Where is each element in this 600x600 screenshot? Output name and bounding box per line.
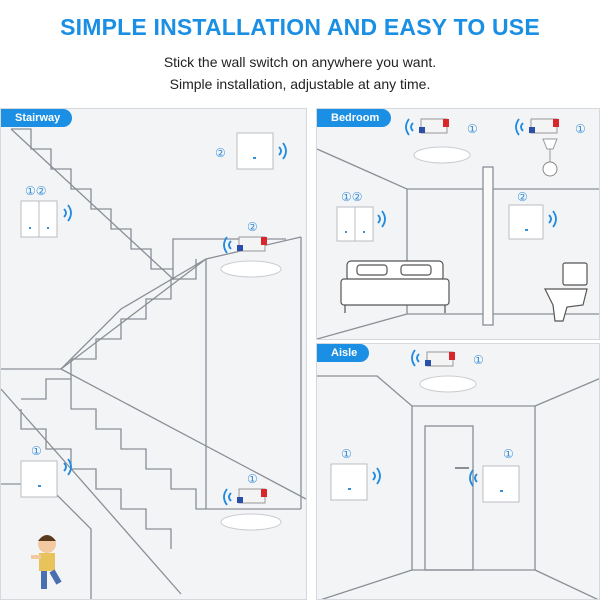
- wifi-signal-icon: [223, 236, 232, 254]
- room-lines: [317, 148, 599, 339]
- bed-icon: [340, 260, 450, 313]
- wifi-signal-icon: [377, 210, 386, 228]
- wifi-signal-icon: [548, 210, 557, 228]
- marker-1: ①: [503, 447, 514, 461]
- wifi-signal-icon: [469, 469, 478, 487]
- marker-1-2: ①②: [341, 190, 363, 204]
- marker-1: ①: [31, 444, 42, 458]
- wifi-signal-icon: [515, 118, 524, 136]
- wifi-signal-icon: [405, 118, 414, 136]
- ceiling-lamp-icon: [220, 260, 282, 278]
- switch-led: [38, 485, 41, 487]
- marker-1: ①: [341, 447, 352, 461]
- marker-2: ②: [215, 146, 226, 160]
- stairway-label: Stairway: [1, 109, 73, 127]
- wifi-signal-icon: [63, 458, 72, 476]
- ceiling-lamp-icon: [419, 375, 477, 393]
- relay-module-icon: [237, 236, 267, 252]
- wifi-signal-icon: [63, 204, 72, 222]
- switch-led: [348, 488, 351, 490]
- switch-led: [47, 227, 49, 229]
- page-title: SIMPLE INSTALLATION AND EASY TO USE: [60, 14, 540, 40]
- stairway-illustration: ② ①② ② ① ①: [1, 128, 306, 599]
- stairway-panel: ② ①② ② ① ①: [0, 108, 307, 600]
- wifi-signal-icon: [372, 467, 381, 485]
- switch-led: [500, 490, 503, 492]
- switch-led: [29, 227, 31, 229]
- wall-switch-icon: [20, 460, 58, 498]
- light-bulb-icon: [542, 138, 558, 177]
- wall-switch-icon: [482, 465, 520, 503]
- bedroom-panel: ① ① ①② ②: [316, 108, 600, 340]
- marker-1-2: ①②: [25, 184, 47, 198]
- toilet-icon: [544, 262, 588, 322]
- relay-module-icon: [237, 488, 267, 504]
- marker-1: ①: [473, 353, 484, 367]
- subtitle-line-1: Stick the wall switch on anywhere you wa…: [163, 54, 437, 70]
- ceiling-lamp-icon: [413, 146, 471, 164]
- wall-switch-icon: [330, 463, 368, 501]
- switch-led: [525, 229, 528, 231]
- switch-led: [253, 157, 256, 159]
- switch-led: [363, 231, 365, 233]
- marker-1: ①: [575, 122, 586, 136]
- wifi-signal-icon: [278, 142, 287, 160]
- subtitle-line-2: Simple installation, adjustable at any t…: [169, 76, 431, 92]
- switch-led: [345, 231, 347, 233]
- relay-module-icon: [425, 351, 455, 367]
- relay-module-icon: [529, 118, 559, 134]
- bedroom-illustration: ① ① ①② ②: [317, 118, 599, 339]
- bedroom-label: Bedroom: [317, 109, 392, 127]
- wifi-signal-icon: [411, 349, 420, 367]
- aisle-label: Aisle: [317, 344, 370, 362]
- wifi-signal-icon: [223, 488, 232, 506]
- marker-1: ①: [247, 472, 258, 486]
- wall-switch-icon: [236, 132, 274, 170]
- marker-2: ②: [247, 220, 258, 234]
- aisle-illustration: ① ① ①: [317, 349, 599, 599]
- room-lines: [317, 375, 599, 599]
- wall-switch-icon: [508, 204, 544, 240]
- child-illustration: [31, 535, 62, 589]
- marker-1: ①: [467, 122, 478, 136]
- ceiling-lamp-icon: [220, 513, 282, 531]
- aisle-panel: ① ① ① Aisle: [316, 343, 600, 600]
- relay-module-icon: [419, 118, 449, 134]
- marker-2: ②: [517, 190, 528, 204]
